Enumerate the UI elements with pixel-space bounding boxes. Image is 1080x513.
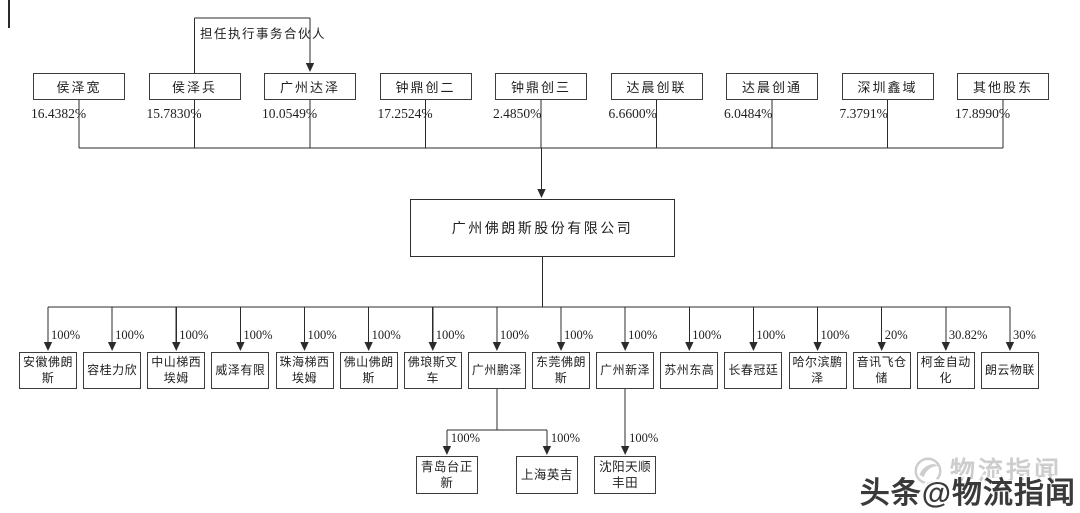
shareholder-percent: 7.3791% (839, 106, 888, 121)
second-tier-box: 沈阳天顺丰田 (594, 456, 657, 494)
partner-note-label: 担任执行事务合伙人 (200, 27, 327, 41)
shareholder-box: 达晨创联 (610, 73, 703, 100)
subsidiary-box: 佛山佛朗斯 (339, 352, 398, 389)
subsidiary-box: 广州鹏泽 (467, 352, 526, 389)
subsidiary-box: 长春冠廷 (724, 352, 783, 389)
second-tier-box: 青岛台正新 (415, 456, 478, 494)
subsidiary-percent: 100% (499, 328, 530, 342)
subsidiary-percent: 20% (884, 328, 908, 342)
subsidiary-box: 广州新泽 (596, 352, 655, 389)
second-tier-percent: 100% (550, 431, 581, 445)
wuliuzhiwen-logo-icon (914, 457, 942, 485)
shareholder-percent: 16.4382% (31, 106, 87, 121)
subsidiary-box: 音讯飞仓储 (852, 352, 911, 389)
shareholder-box: 深圳鑫域 (841, 73, 934, 100)
second-tier-percent: 100% (629, 431, 659, 445)
watermark-faint-row: 物流指闻 (860, 455, 1062, 487)
shareholder-box: 其他股东 (957, 73, 1049, 100)
subsidiary-percent: 30% (1012, 328, 1036, 342)
shareholder-box: 钟鼎创三 (495, 73, 587, 100)
watermark: 物流指闻 头条@物流指闻 (860, 455, 1076, 509)
shareholder-box: 侯泽宽 (33, 73, 125, 100)
scan-artifact-line (8, 0, 10, 28)
subsidiary-box: 朗云物联 (980, 352, 1039, 389)
second-tier-box: 上海英吉 (515, 456, 578, 494)
subsidiary-percent: 100% (307, 328, 337, 342)
subsidiary-percent: 100% (628, 328, 658, 342)
shareholder-box: 广州达泽 (264, 73, 356, 100)
subsidiary-percent: 100% (115, 328, 145, 342)
subsidiary-box: 容桂力欣 (83, 352, 142, 389)
subsidiary-box: 中山梯西埃姆 (147, 352, 206, 389)
subsidiary-box: 苏州东高 (660, 352, 719, 389)
shareholder-percent: 6.0484% (724, 106, 773, 121)
subsidiary-percent: 100% (564, 328, 594, 342)
subsidiary-percent: 100% (692, 328, 722, 342)
subsidiary-box: 东莞佛朗斯 (532, 352, 591, 389)
subsidiary-box: 珠海梯西埃姆 (275, 352, 334, 389)
watermark-faint-text: 物流指闻 (949, 456, 1062, 485)
subsidiary-percent: 30.82% (948, 328, 988, 342)
subsidiary-percent: 100% (371, 328, 401, 342)
subsidiary-percent: 100% (243, 328, 273, 342)
subsidiary-percent: 100% (435, 328, 465, 342)
subsidiary-box: 安徽佛朗斯 (19, 352, 77, 389)
shareholder-percent: 2.4850% (493, 106, 542, 121)
subsidiary-box: 哈尔滨鹏泽 (788, 352, 847, 389)
subsidiary-percent: 100% (820, 328, 850, 342)
subsidiary-box: 柯金自动化 (916, 352, 975, 389)
shareholder-percent: 10.0549% (262, 106, 318, 121)
parent-company-box: 广州佛朗斯股份有限公司 (410, 199, 675, 257)
shareholder-box: 达晨创通 (726, 73, 818, 100)
shareholder-percent: 17.2524% (377, 106, 433, 121)
shareholder-percent: 17.8990% (955, 106, 1011, 121)
shareholder-percent: 6.6600% (608, 106, 657, 121)
watermark-bold-text: 头条@物流指闻 (859, 477, 1076, 510)
subsidiary-box: 威泽有限 (211, 352, 270, 389)
shareholder-box: 侯泽兵 (148, 73, 241, 100)
subsidiary-percent: 100% (756, 328, 786, 342)
subsidiary-box: 佛琅斯叉车 (403, 352, 462, 389)
second-tier-percent: 100% (450, 431, 481, 445)
shareholder-box: 钟鼎创二 (379, 73, 472, 100)
shareholder-percent: 15.7830% (146, 106, 202, 121)
subsidiary-percent: 100% (179, 328, 209, 342)
subsidiary-percent: 100% (51, 328, 81, 342)
